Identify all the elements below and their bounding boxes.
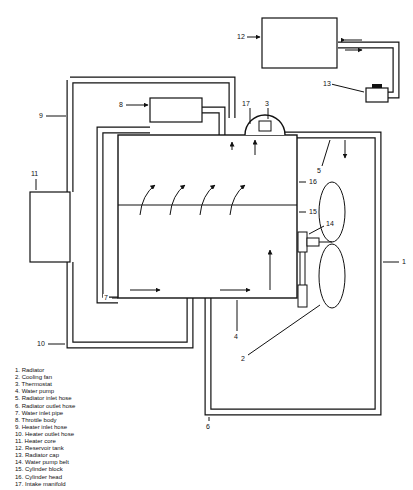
fan-hub (307, 238, 319, 246)
callout-number: 6 (205, 423, 211, 430)
callout-number: 17 (241, 100, 251, 107)
coolant-flow-arrows (130, 140, 345, 290)
fan-shaft (319, 242, 332, 243)
callout-number: 1 (401, 258, 407, 265)
callout-number: 10 (36, 340, 46, 347)
thermostat-housing (245, 115, 285, 135)
legend-line: 4. Water pump (14, 388, 55, 394)
callout-number: 5 (316, 167, 322, 174)
hoses (70, 45, 396, 412)
callout-number: 11 (30, 170, 39, 177)
callout-number: 2 (240, 355, 246, 362)
water-pump-belt (305, 252, 306, 285)
pump-pulley (298, 232, 307, 252)
legend-line: 5. Radiator inlet hose (14, 395, 73, 401)
legend-line: 16. Cylinder head (14, 474, 63, 480)
callout-number: 16 (308, 178, 318, 185)
heater-core (30, 192, 70, 262)
legend-line: 1. Radiator (14, 367, 45, 373)
radiator-cap (366, 88, 388, 102)
callout-number: 7 (103, 294, 109, 301)
legend-line: 7. Water inlet pipe (14, 410, 64, 416)
legend-line: 10. Heater outlet hose (14, 431, 75, 437)
callout-number: 15 (308, 208, 318, 215)
callout-number: 3 (264, 100, 270, 107)
callout-number: 12 (236, 33, 246, 40)
legend-line: 11. Heater core (14, 438, 57, 444)
legend-line: 8. Throttle body (14, 417, 58, 423)
callout-number: 13 (322, 80, 332, 87)
legend-line: 17. Intake manifold (14, 481, 67, 487)
leader-lines (36, 37, 399, 421)
crank-pulley (298, 285, 307, 307)
fan-blade (319, 182, 345, 242)
legend-line: 12. Reservoir tank (14, 445, 65, 451)
throttle-body (150, 98, 202, 122)
legend-line: 13. Radiator cap (14, 452, 60, 458)
legend-line: 3. Thermostat (14, 381, 53, 387)
cap-top (372, 84, 382, 88)
water-pump-belt (300, 252, 301, 285)
flow-arrows (345, 40, 362, 50)
callout-number: 4 (233, 333, 239, 340)
engine-block (118, 135, 297, 298)
callout-number: 14 (325, 220, 335, 227)
thermostat (259, 121, 271, 131)
legend-line: 15. Cylinder block (14, 466, 64, 472)
reservoir-tank (262, 18, 337, 68)
head-gasket-line (118, 205, 297, 206)
callout-number: 9 (38, 112, 44, 119)
fan-blade (319, 244, 345, 308)
legend-line: 6. Radiator outlet hose (14, 403, 76, 409)
legend-line: 14. Water pump belt (14, 459, 70, 465)
legend-line: 2. Cooling fan (14, 374, 53, 380)
legend-line: 9. Heater inlet hose (14, 424, 68, 430)
callout-number: 8 (118, 101, 124, 108)
